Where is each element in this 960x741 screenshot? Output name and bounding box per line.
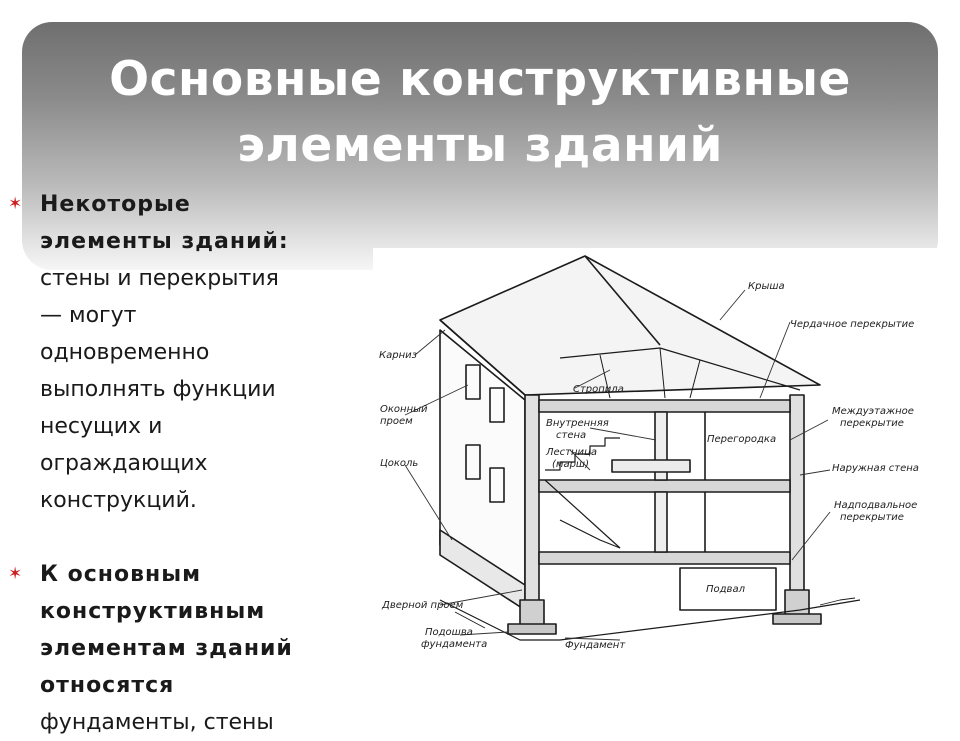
roof-ridge: [439, 319, 526, 396]
label-cornice: Карниз: [379, 350, 417, 361]
slide-title-line-2: элементы зданий: [237, 118, 723, 173]
building-diagram: Крыша Чердачное перекрытие Карниз Стропи…: [379, 255, 919, 651]
label-door-opening: Дверной проем: [381, 600, 464, 611]
footing-left: [507, 623, 557, 635]
star-icon: ✶: [8, 194, 23, 214]
basement-ceiling: [538, 551, 791, 565]
label-stairs-1: Лестница: [545, 447, 597, 458]
bullet-1-line-9: конструкций.: [40, 488, 197, 513]
label-partition: Перегородка: [707, 434, 776, 445]
window-opening: [465, 364, 481, 400]
window-opening: [489, 387, 505, 423]
attic-floor: [538, 399, 791, 413]
window-opening: [465, 444, 481, 480]
label-footing-2: фундамента: [421, 639, 487, 650]
slide-title-line-1: Основные конструктивные: [109, 52, 851, 107]
bullet-1-line-2: элементы зданий:: [40, 229, 289, 254]
building-diagram-frame: Крыша Чердачное перекрытие Карниз Стропи…: [373, 248, 960, 720]
label-stairs-2: (марш): [552, 459, 589, 470]
bullet-1-line-6: выполнять функции: [40, 377, 276, 402]
label-interfloor-2: перекрытие: [840, 418, 904, 429]
label-footing-1: Подошва: [425, 627, 473, 638]
label-inner-wall-2: стена: [556, 430, 586, 441]
title-banner: [22, 22, 938, 270]
label-outer-wall: Наружная стена: [832, 463, 919, 474]
label-window-opening-2: проем: [380, 416, 413, 427]
window-opening: [489, 467, 505, 503]
interfloor-slab: [538, 479, 791, 493]
label-basement: Подвал: [706, 584, 746, 595]
outer-wall-right: [789, 394, 805, 596]
label-interfloor-1: Междуэтажное: [832, 406, 914, 417]
label-attic-floor: Чердачное перекрытие: [790, 319, 914, 330]
bullet-2-line-2: конструктивным: [40, 599, 266, 624]
label-rafters: Стропила: [573, 384, 624, 395]
label-foundation: Фундамент: [565, 640, 626, 651]
bullet-1-line-5: одновременно: [40, 340, 210, 365]
bullet-1-line-4: — могут: [40, 303, 137, 328]
bullet-1-line-3: стены и перекрытия: [40, 266, 279, 291]
bullet-1-line-1: Некоторые: [40, 192, 191, 217]
roof-hip: [584, 255, 661, 346]
bullet-2-line-1: К основным: [40, 562, 202, 587]
bullet-2-line-3: элементам зданий: [40, 636, 293, 661]
bullet-1-line-7: несущих и: [40, 414, 163, 439]
label-window-opening-1: Оконный: [380, 404, 428, 415]
label-roof: Крыша: [748, 281, 785, 292]
bullet-1-line-8: ограждающих: [40, 451, 208, 476]
bullet-2-line-4: относятся: [40, 673, 175, 698]
bullet-2-line-5: фундаменты, стены: [40, 710, 274, 735]
label-basement-ceiling-2: перекрытие: [840, 512, 904, 523]
outer-wall-left: [524, 394, 540, 611]
basement: [679, 567, 777, 611]
diagram-labels: Крыша Чердачное перекрытие Карниз Стропи…: [379, 281, 919, 651]
star-icon: ✶: [8, 564, 23, 584]
label-plinth: Цоколь: [380, 458, 418, 469]
roof-slope: [439, 255, 821, 396]
label-basement-ceiling-1: Надподвальное: [834, 500, 917, 511]
label-inner-wall-1: Внутренняя: [546, 418, 609, 429]
